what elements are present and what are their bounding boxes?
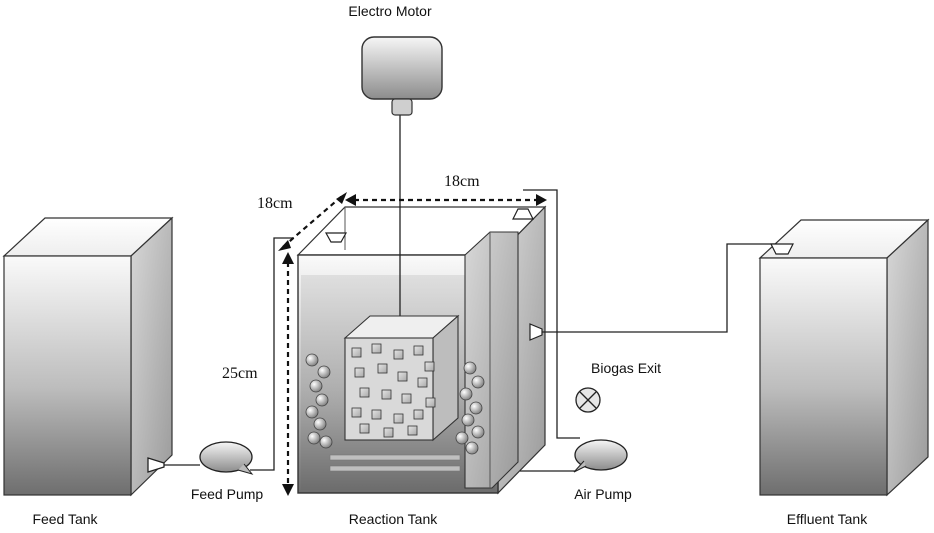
media-cage [343, 314, 460, 442]
media-cube [359, 423, 370, 434]
feed-tank-outlet-valve [147, 457, 165, 473]
air-bubble [471, 425, 485, 439]
air-bubble [305, 353, 319, 367]
media-cube [425, 397, 436, 408]
width-dimension-label: 18cm [444, 173, 480, 190]
media-cube [393, 413, 404, 424]
air-bubble [471, 375, 485, 389]
media-cube [393, 349, 404, 360]
dimension-lines [278, 192, 547, 496]
air-pump [573, 439, 628, 473]
effluent-inlet-valve [770, 243, 794, 255]
media-cube [413, 345, 424, 356]
media-cube [417, 377, 428, 388]
air-bubble [307, 431, 321, 445]
media-cube [383, 427, 394, 438]
media-cube [397, 371, 408, 382]
biogas-exit-label: Biogas Exit [591, 360, 661, 376]
air-bubble [313, 417, 327, 431]
air-bubble [455, 431, 469, 445]
gas-line [523, 189, 580, 439]
reactor-outlet-valve [529, 323, 543, 341]
air-bubble [461, 413, 475, 427]
air-bubble [315, 393, 329, 407]
air-bubble [319, 435, 333, 449]
effluent-tank-label: Effluent Tank [787, 511, 868, 527]
media-cube [407, 425, 418, 436]
media-cube [413, 409, 424, 420]
reaction-tank-label: Reaction Tank [349, 511, 438, 527]
media-cube [371, 343, 382, 354]
media-cube [371, 409, 382, 420]
media-cube [354, 367, 365, 378]
media-cube [424, 361, 435, 372]
air-bubble [305, 405, 319, 419]
media-cube [359, 387, 370, 398]
electro-motor [361, 36, 443, 116]
air-pump-label: Air Pump [574, 486, 632, 502]
air-bubble [459, 387, 473, 401]
air-bubbles [305, 353, 485, 455]
media-cube [401, 393, 412, 404]
media-cube [351, 407, 362, 418]
effluent-tank [758, 218, 930, 497]
feed-pump [199, 441, 254, 475]
carrier-media [351, 343, 436, 438]
media-cube [351, 347, 362, 358]
reactor-inlet-valve [324, 232, 348, 243]
depth-dimension-label: 18cm [257, 195, 293, 212]
media-cube [381, 389, 392, 400]
feed-tank-label: Feed Tank [32, 511, 98, 527]
biogas-exit-valve [575, 387, 601, 413]
media-cube [377, 363, 388, 374]
feed-pump-label: Feed Pump [191, 486, 264, 502]
air-bubble [469, 401, 483, 415]
air-bubble [463, 361, 477, 375]
air-bubble [317, 365, 331, 379]
reaction-tank [296, 205, 547, 495]
air-bubble [309, 379, 323, 393]
height-dimension-label: 25cm [222, 365, 258, 382]
air-bubble [465, 441, 479, 455]
electro-motor-label: Electro Motor [348, 3, 432, 19]
feed-tank [2, 216, 174, 497]
reactor-gas-valve [512, 208, 534, 220]
effluent-line [542, 243, 775, 333]
